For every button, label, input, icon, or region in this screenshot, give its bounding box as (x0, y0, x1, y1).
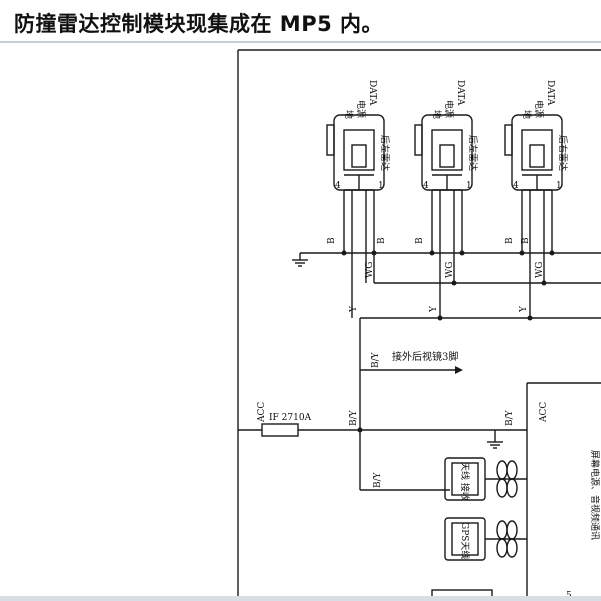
label-y-2: Y (429, 305, 439, 313)
label-acc-pin: ACC (539, 402, 549, 423)
label-wg-1: WG (365, 262, 375, 278)
sensor3-pin1: 1 (556, 181, 562, 191)
sensor1-name: 后左雷达 (379, 135, 391, 171)
label-acc-left: ACC (257, 402, 267, 423)
label-by-acc: B/Y (349, 409, 359, 426)
sensor1-pin-data: DATA (367, 80, 377, 106)
sensor1-pin1: 1 (378, 181, 384, 191)
sensor2-pin4: 4 (423, 181, 429, 191)
sensor2-pin-ground: 地 (431, 110, 443, 119)
fuse-label: IF 2710A (269, 413, 312, 423)
label-by-right: B/Y (505, 409, 515, 426)
label-y-3: Y (519, 305, 529, 313)
label-b-5: B (521, 237, 531, 244)
sensor3-pin-data: DATA (545, 80, 555, 106)
label-b-2: B (377, 237, 387, 244)
antenna-label: 天线 接收 (459, 462, 471, 501)
label-wg-2: WG (445, 262, 455, 278)
divider (0, 41, 601, 43)
label-b-4: B (505, 237, 515, 244)
label-b-3: B (415, 237, 425, 244)
sensor3-pin-ground: 地 (521, 110, 533, 119)
sensor1-pin-power: 电源 (355, 100, 367, 118)
sensor-connector-3 (504, 114, 563, 191)
sensor2-name: 后左雷达 (467, 135, 479, 171)
bottom-bar (0, 596, 601, 601)
sensor-connector-2 (414, 114, 473, 191)
sensor3-pin4: 4 (513, 181, 519, 191)
label-by-mirror: B/Y (371, 351, 381, 368)
mirror-note: 接外后视镜3脚 (392, 350, 458, 363)
mp5-note: 屏幕电源、音视频通讯 (589, 450, 601, 540)
sensor-connector-1 (326, 114, 385, 191)
sensor2-pin-data: DATA (455, 80, 465, 106)
label-y-1: Y (349, 305, 359, 313)
antenna-module (444, 457, 527, 501)
gps-label: GPS天线 (459, 522, 471, 559)
sensor3-pin-power: 电源 (533, 100, 545, 118)
sensor3-name: 后右雷达 (557, 135, 569, 171)
sensor2-pin1: 1 (466, 181, 472, 191)
label-by-down: B/Y (373, 471, 383, 488)
sensor2-pin-power: 电源 (443, 100, 455, 118)
label-b-1: B (327, 237, 337, 244)
label-wg-3: WG (535, 262, 545, 278)
sensor1-pin4: 4 (335, 181, 341, 191)
page-title: 防撞雷达控制模块现集成在 MP5 内。 (14, 12, 384, 36)
gps-module (444, 517, 527, 561)
sensor1-pin-ground: 地 (343, 110, 355, 119)
